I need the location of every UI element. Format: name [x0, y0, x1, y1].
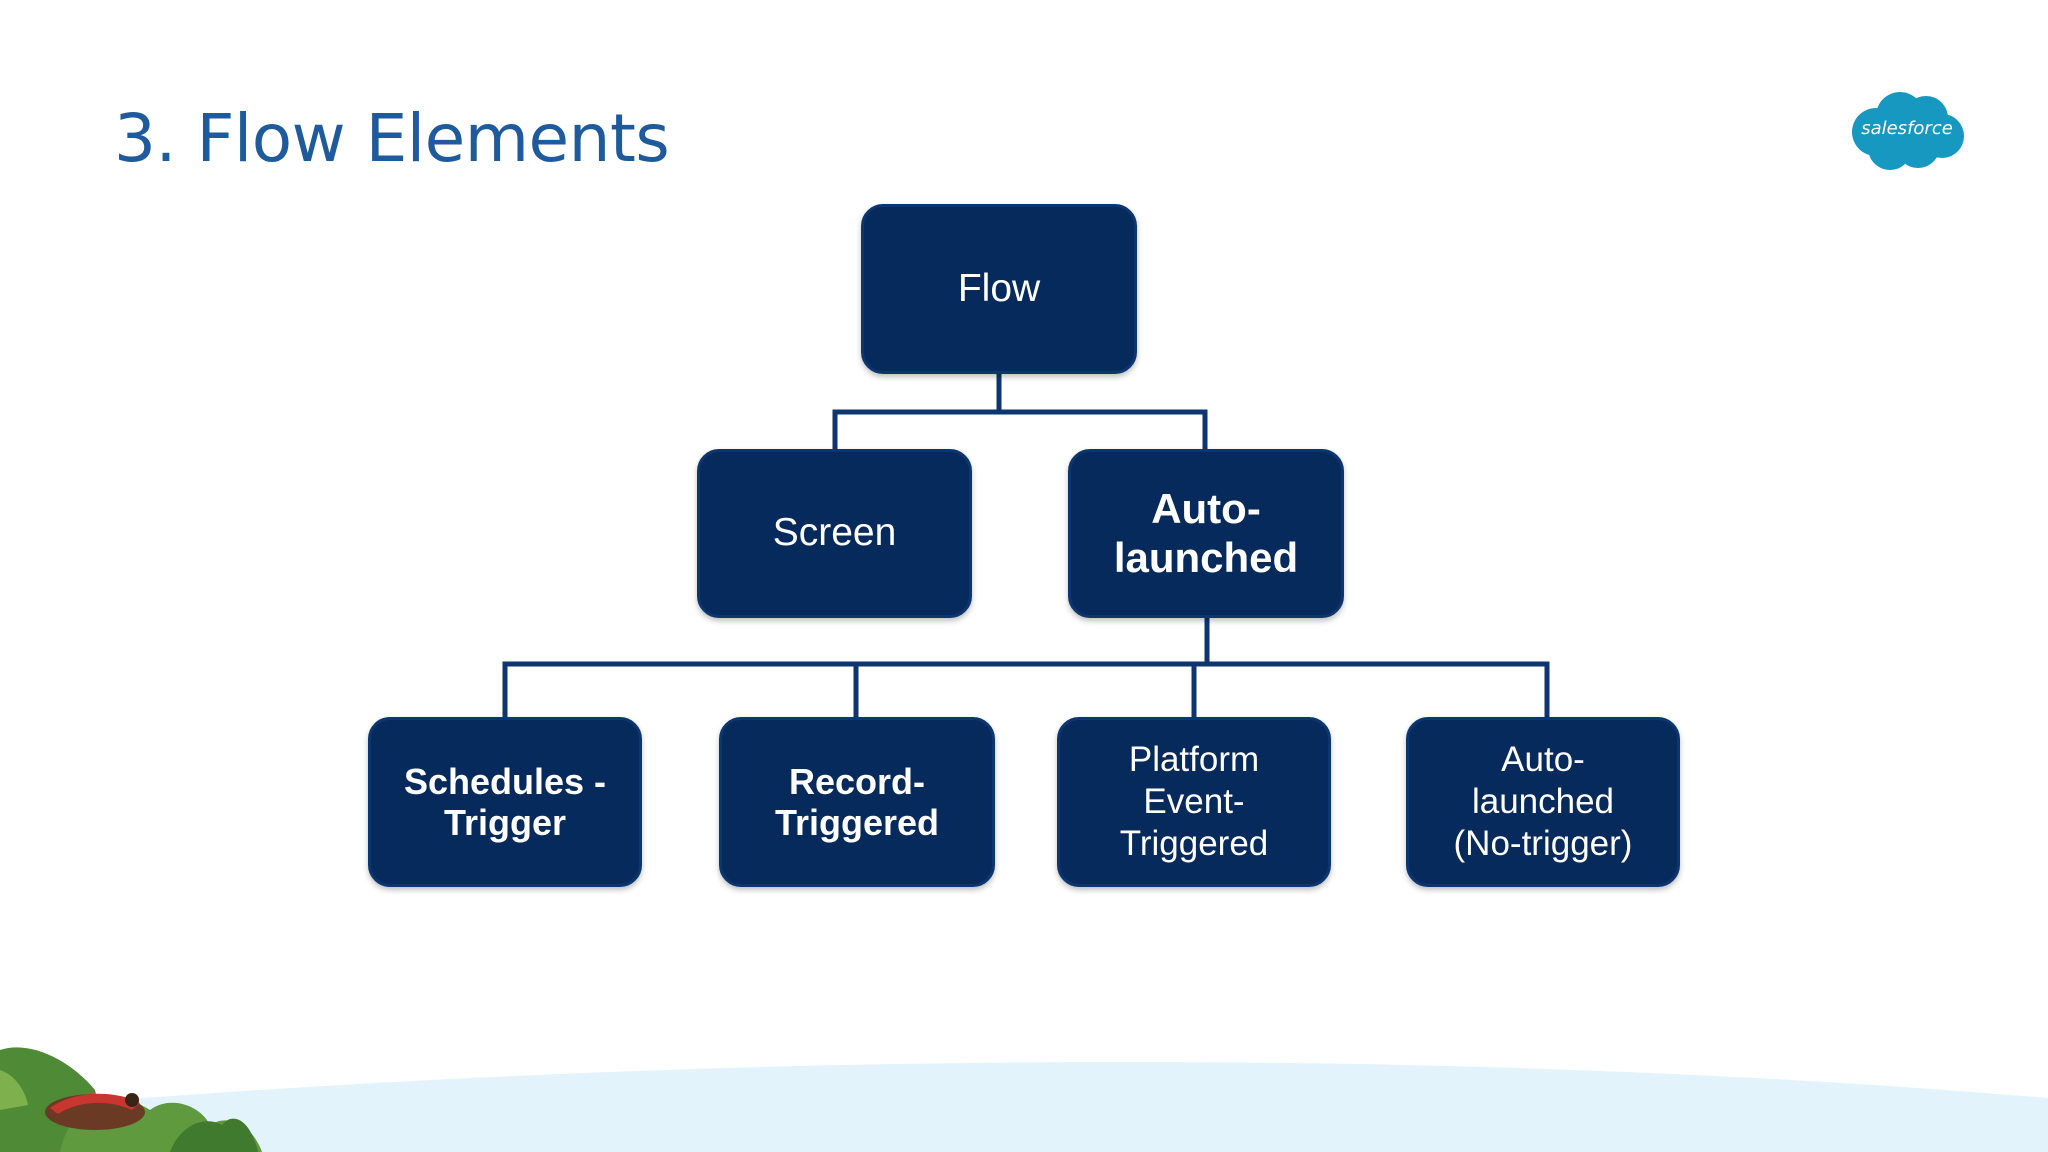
- node-autolaunched-no-trigger-label: Auto- launched (No-trigger): [1453, 740, 1633, 863]
- slide-title: 3. Flow Elements: [114, 100, 670, 177]
- node-schedules-trigger-label: Schedules - Trigger: [403, 760, 607, 843]
- node-record-triggered: Record- Triggered: [719, 717, 995, 887]
- ground-hill: [0, 1062, 2048, 1152]
- node-autolaunched: Auto- launched: [1068, 449, 1344, 618]
- node-autolaunched-label: Auto- launched: [1113, 485, 1299, 581]
- node-flow: Flow: [861, 204, 1137, 374]
- node-screen-label: Screen: [772, 511, 897, 555]
- node-autolaunched-no-trigger: Auto- launched (No-trigger): [1406, 717, 1680, 887]
- mascot-icon: [45, 1093, 145, 1130]
- logo-text: salesforce: [1861, 118, 1953, 139]
- node-platform-event-triggered: Platform Event- Triggered: [1057, 717, 1331, 887]
- node-schedules-trigger: Schedules - Trigger: [368, 717, 642, 887]
- node-record-triggered-label: Record- Triggered: [774, 760, 940, 843]
- salesforce-logo-icon: salesforce: [1848, 90, 1966, 174]
- node-platform-event-triggered-label: Platform Event- Triggered: [1119, 740, 1269, 863]
- node-screen: Screen: [697, 449, 972, 618]
- node-flow-label: Flow: [957, 266, 1041, 310]
